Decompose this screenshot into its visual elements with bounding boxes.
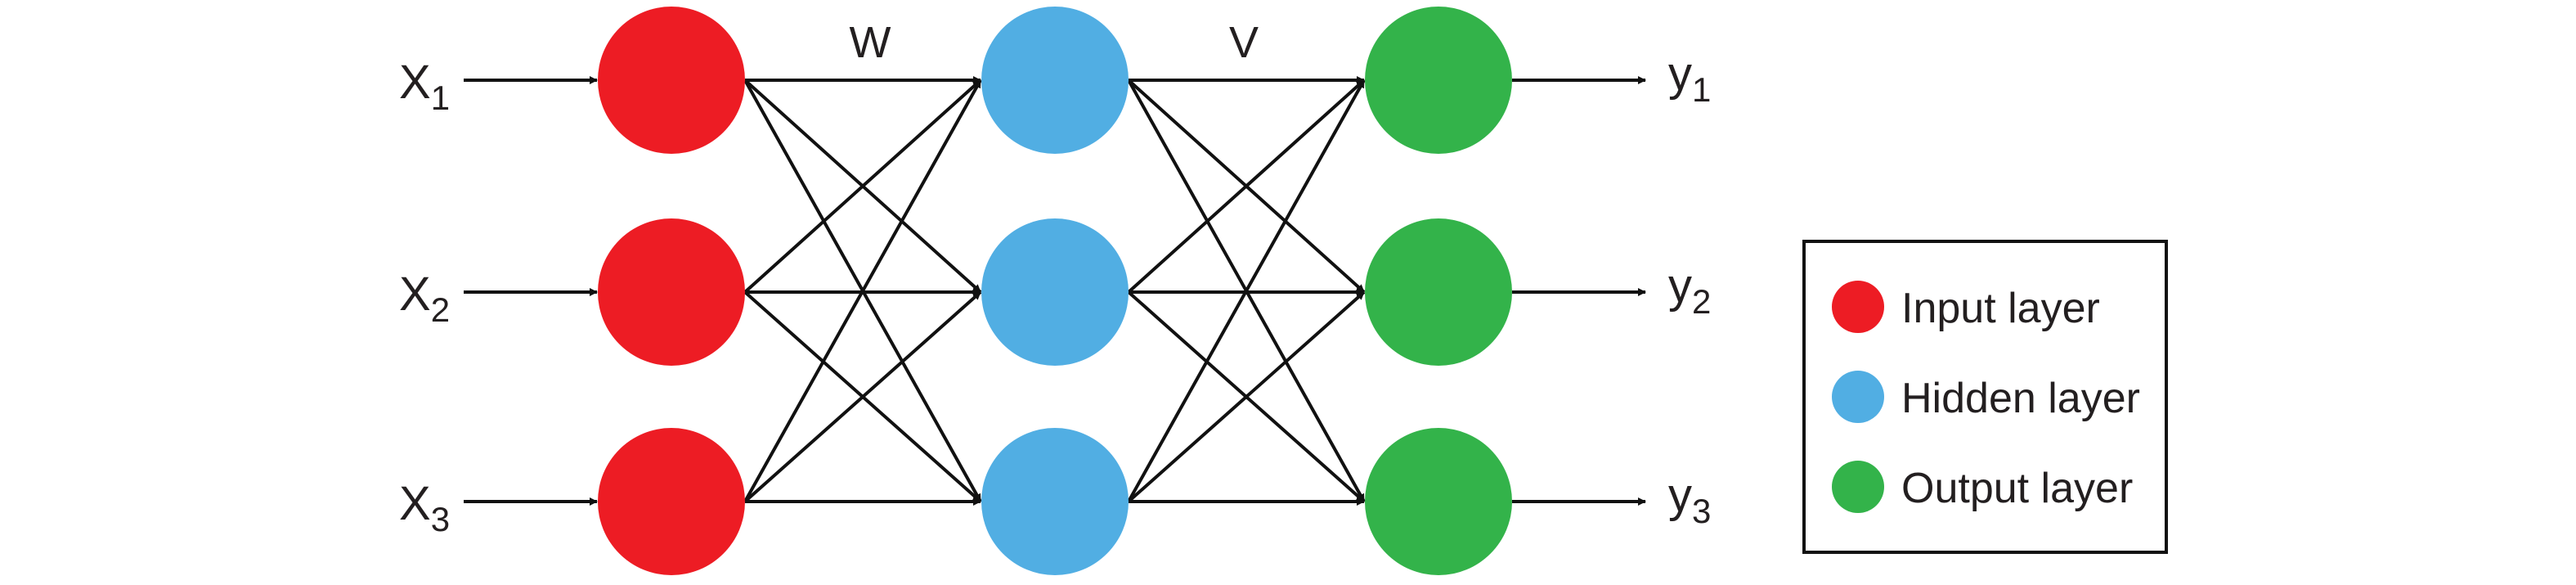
- labels-group: X1 X2 X3 W V y1 y2 y3: [399, 18, 1711, 538]
- input-label-x2: X2: [399, 268, 450, 329]
- edges-group: [464, 76, 1646, 506]
- hidden-node-1: [981, 7, 1129, 154]
- input-label-x1: X1: [399, 56, 450, 117]
- hidden-node-3: [981, 428, 1129, 575]
- legend-label-output: Output layer: [1901, 465, 2133, 512]
- edge-l0-n3-to-n2: [743, 290, 982, 503]
- legend-swatch-output: [1832, 461, 1884, 513]
- weight-label-w: W: [850, 18, 891, 67]
- legend-item-input: Input layer: [1832, 281, 2100, 333]
- output-node-2: [1365, 218, 1512, 366]
- output-label-y1: y1: [1668, 47, 1711, 109]
- input-node-3: [598, 428, 745, 575]
- legend: Input layer Hidden layer Output layer: [1802, 240, 2168, 554]
- input-node-1: [598, 7, 745, 154]
- edge-l1-n3-to-n2: [1127, 290, 1366, 503]
- legend-item-output: Output layer: [1832, 461, 2133, 513]
- output-label-y3: y3: [1668, 469, 1711, 530]
- legend-swatch-input: [1832, 281, 1884, 333]
- legend-item-hidden: Hidden layer: [1832, 371, 2140, 423]
- nodes-group: [598, 7, 1512, 575]
- hidden-node-2: [981, 218, 1129, 366]
- edge-l0-n2-to-n1: [743, 79, 982, 294]
- weight-label-v: V: [1229, 18, 1259, 67]
- legend-label-hidden: Hidden layer: [1901, 375, 2140, 422]
- input-node-2: [598, 218, 745, 366]
- input-label-x3: X3: [399, 477, 450, 538]
- output-label-y2: y2: [1668, 259, 1711, 321]
- edge-l0-n3-to-n1: [743, 79, 982, 502]
- output-node-1: [1365, 7, 1512, 154]
- legend-label-input: Input layer: [1901, 285, 2100, 332]
- edge-l1-n2-to-n1: [1127, 79, 1366, 294]
- edge-l1-n3-to-n1: [1127, 79, 1366, 502]
- output-node-3: [1365, 428, 1512, 575]
- legend-swatch-hidden: [1832, 371, 1884, 423]
